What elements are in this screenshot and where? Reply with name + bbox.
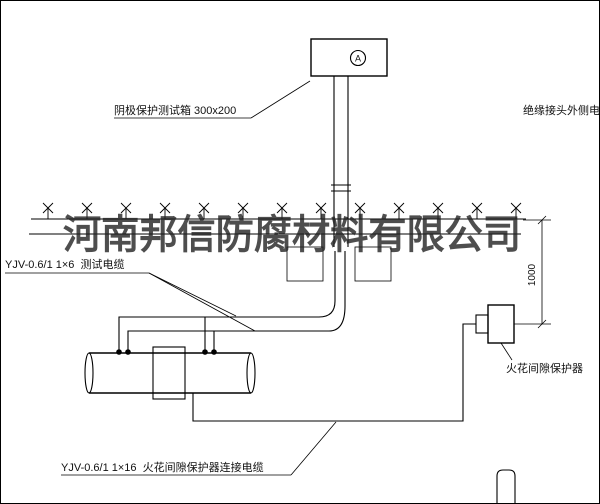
label-test-box: 阴极保护测试箱 300x200 — [114, 103, 236, 117]
pipe-end-cap-left — [84, 352, 94, 394]
insulating-joint — [152, 346, 186, 400]
label-test-cable: YJV-0.6/1 1×6 测试电缆 — [5, 258, 125, 271]
label-spark-gap-protector-group: 火花间隙保护器 — [500, 342, 583, 375]
pipe-clamp-symbol — [496, 469, 516, 503]
label-insulated-joint-cable: 绝缘接头外侧电缆 — [523, 103, 600, 117]
label-spark-gap-protector: 火花间隙保护器 — [506, 361, 583, 375]
ammeter-symbol: A — [355, 54, 361, 64]
watermark-text: 河南邦信防腐材料有限公司 — [63, 212, 521, 257]
test-box: A — [310, 38, 388, 77]
test-cables — [118, 251, 346, 353]
pipe-end-cap-right — [246, 352, 256, 394]
anchor-block-right — [354, 246, 392, 282]
anchor-blocks — [286, 246, 392, 282]
spark-gap-protector — [475, 304, 515, 344]
label-spark-gap-cable-leader — [290, 421, 337, 476]
test-cable-run-upper — [118, 251, 336, 353]
ammeter-circle — [349, 49, 367, 67]
pipe — [84, 346, 256, 400]
label-test-box-group: 阴极保护测试箱 300x200 — [114, 80, 311, 119]
label-test-cable-group: YJV-0.6/1 1×6 测试电缆 — [5, 258, 256, 332]
dimension-line: 1000 — [514, 215, 551, 329]
label-test-cable-leader-2 — [148, 272, 256, 332]
dimension-tick-top — [537, 215, 547, 225]
label-spark-gap-leader — [500, 342, 513, 361]
anchor-block-left — [286, 246, 324, 282]
ground-hatch-marks — [42, 202, 522, 219]
label-spark-gap-cable: YJV-0.6/1 1×16 火花间隙保护器连接电缆 — [61, 460, 264, 474]
dimension-value: 1000 — [527, 263, 538, 286]
label-test-cable-leader-1 — [148, 272, 237, 317]
test-cable-run-lower — [127, 251, 346, 353]
spark-gap-cable — [192, 323, 476, 422]
label-spark-gap-cable-group: YJV-0.6/1 1×16 火花间隙保护器连接电缆 — [61, 421, 337, 476]
dimension-tick-bottom — [537, 319, 547, 329]
cable-connection-dots — [116, 349, 217, 355]
label-test-box-leader — [250, 80, 311, 119]
